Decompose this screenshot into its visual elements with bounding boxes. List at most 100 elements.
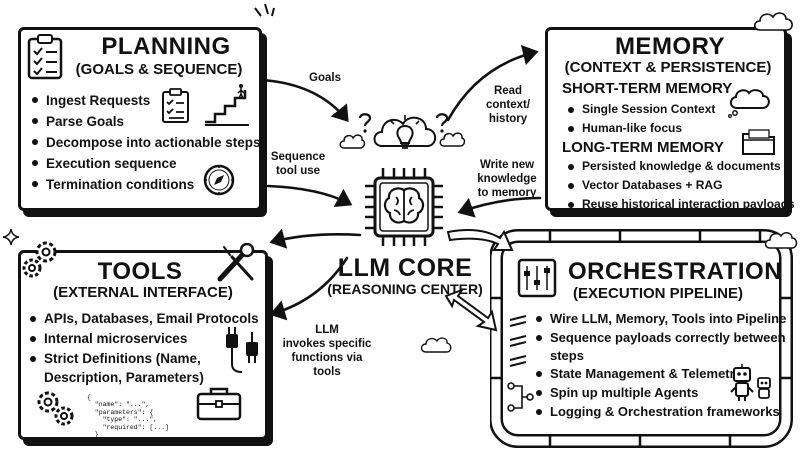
write-memory-line: to memory	[477, 187, 537, 199]
tools-item: Strict Definitions (Name,	[30, 349, 259, 369]
orchestration-subtitle: (EXECUTION PIPELINE)	[572, 285, 744, 302]
orchestration-item: Wire LLM, Memory, Tools into Pipeline	[536, 309, 786, 328]
invoke-tools-line: invokes specific	[282, 338, 372, 350]
code-line: }	[87, 431, 99, 438]
orchestration-item: Logging & Orchestration frameworks	[536, 402, 786, 421]
orchestration-item: Spin up multiple Agents	[536, 383, 786, 402]
goals-label: Goals	[309, 72, 341, 84]
question-mark-icon	[358, 113, 372, 133]
cloud-icon	[764, 232, 798, 249]
long-term-heading: LONG-TERM MEMORY	[562, 139, 724, 156]
toolbox-icon	[196, 387, 242, 421]
long-term-list: Persisted knowledge & documents Vector D…	[568, 157, 795, 214]
tools-item-text: Description, Parameters)	[44, 370, 204, 385]
planning-item: Parse Goals	[32, 111, 261, 132]
read-context-line: history	[488, 113, 528, 125]
gears-icon	[37, 391, 74, 426]
stairs-goal-icon	[205, 84, 249, 126]
planning-item: Execution sequence	[32, 153, 261, 174]
tools-item: Internal microservices	[30, 329, 259, 349]
orchestration-title: ORCHESTRATION	[568, 258, 783, 285]
question-mark-icon	[435, 113, 449, 133]
sequence-label: Sequence tool use	[268, 150, 328, 178]
cloud-icon	[753, 12, 793, 31]
folder-icon	[742, 129, 775, 155]
core-orchestration-arrow	[444, 287, 498, 332]
write-memory-line: Write new	[479, 159, 535, 171]
flowchart-icon	[507, 382, 534, 412]
tools-return-arrow	[269, 256, 349, 321]
tools-item: APIs, Databases, Email Protocols	[30, 309, 259, 329]
wrench-screwdriver-icon	[217, 243, 255, 282]
lightbulb-cloud-icon	[373, 115, 437, 149]
core-title: LLM CORE	[337, 254, 473, 282]
sequence-arrow	[266, 184, 353, 208]
pipeline-frame	[490, 229, 793, 448]
write-memory-line: knowledge	[477, 173, 537, 185]
invoke-tools-line: tools	[313, 366, 341, 378]
read-context-arrow	[446, 44, 539, 122]
memory-panel	[545, 27, 787, 211]
plug-icon	[226, 327, 258, 373]
memory-title: MEMORY	[614, 33, 726, 60]
orchestration-item: State Management & Telemetry	[536, 364, 786, 383]
code-line: "name": "...",	[87, 401, 150, 408]
brain-chip-icon	[365, 168, 443, 246]
orchestration-item: Sequence payloads correctly between	[536, 328, 786, 347]
planning-subtitle: (GOALS & SEQUENCE)	[75, 61, 243, 78]
clipboard-icon	[162, 88, 189, 123]
planning-item: Ingest Requests	[32, 90, 261, 111]
goals-arrow	[260, 78, 349, 123]
sparkle-icon	[2, 228, 20, 246]
read-context-line: context/	[485, 99, 531, 111]
gears-icon	[22, 241, 57, 278]
short-term-item: Human-like focus	[568, 119, 715, 138]
code-line: {	[87, 393, 91, 401]
tools-item-continued: Description, Parameters)	[30, 369, 259, 387]
robot-agents-icon	[730, 364, 771, 401]
invoke-tools-arrow	[269, 228, 362, 249]
code-line: "type": "...",	[87, 416, 158, 423]
control-panel-icon	[517, 258, 557, 298]
planning-item: Termination conditions	[32, 174, 261, 195]
write-memory-label: Write new knowledge to memory	[472, 158, 542, 200]
read-context-line: Read	[493, 85, 523, 97]
short-term-heading: SHORT-TERM MEMORY	[562, 80, 733, 97]
planning-list: Ingest Requests Parse Goals Decompose in…	[32, 90, 261, 195]
invoke-tools-line: LLM	[315, 324, 339, 336]
code-line: "parameters": {	[87, 408, 154, 416]
read-context-label: Read context/ history	[480, 84, 536, 126]
thought-bubble-icon	[439, 132, 466, 147]
thought-bubble-icon	[339, 134, 366, 149]
memory-subtitle: (CONTEXT & PERSISTENCE)	[564, 59, 772, 76]
long-term-item: Reuse historical interaction payloads	[568, 195, 795, 214]
code-line: }	[87, 438, 91, 446]
planning-item: Decompose into actionable steps	[32, 132, 261, 153]
tools-list: APIs, Databases, Email Protocols Interna…	[30, 309, 259, 387]
memory-orchestration-arrow	[446, 229, 514, 251]
cloud-icon	[420, 337, 452, 353]
tool-definition-code: { "name": "...", "parameters": { "type":…	[87, 386, 169, 454]
compass-icon	[203, 164, 235, 196]
thought-bubble-icon	[728, 89, 770, 118]
checklist-icon	[27, 34, 63, 80]
short-term-list: Single Session Context Human-like focus	[568, 100, 715, 138]
code-line: "required": [...]	[87, 423, 169, 431]
orchestration-list: Wire LLM, Memory, Tools into Pipeline Se…	[536, 309, 786, 421]
long-term-item: Vector Databases + RAG	[568, 176, 795, 195]
planning-title: PLANNING	[101, 33, 231, 60]
pipes-icon	[509, 315, 527, 367]
tools-title: TOOLS	[97, 258, 183, 285]
emphasis-marks	[254, 3, 275, 17]
invoke-tools-label: LLM invokes specific functions via tools	[282, 323, 372, 379]
write-memory-arrow	[457, 196, 542, 218]
long-term-item: Persisted knowledge & documents	[568, 157, 795, 176]
orchestration-item-continued: steps	[536, 347, 786, 364]
core-subtitle: (REASONING CENTER)	[327, 281, 483, 297]
orchestration-item-text: steps	[550, 348, 584, 363]
invoke-tools-line: functions via	[291, 352, 363, 364]
sequence-label-line: Sequence	[270, 151, 326, 163]
tools-subtitle: (EXTERNAL INTERFACE)	[53, 284, 233, 301]
short-term-item: Single Session Context	[568, 100, 715, 119]
